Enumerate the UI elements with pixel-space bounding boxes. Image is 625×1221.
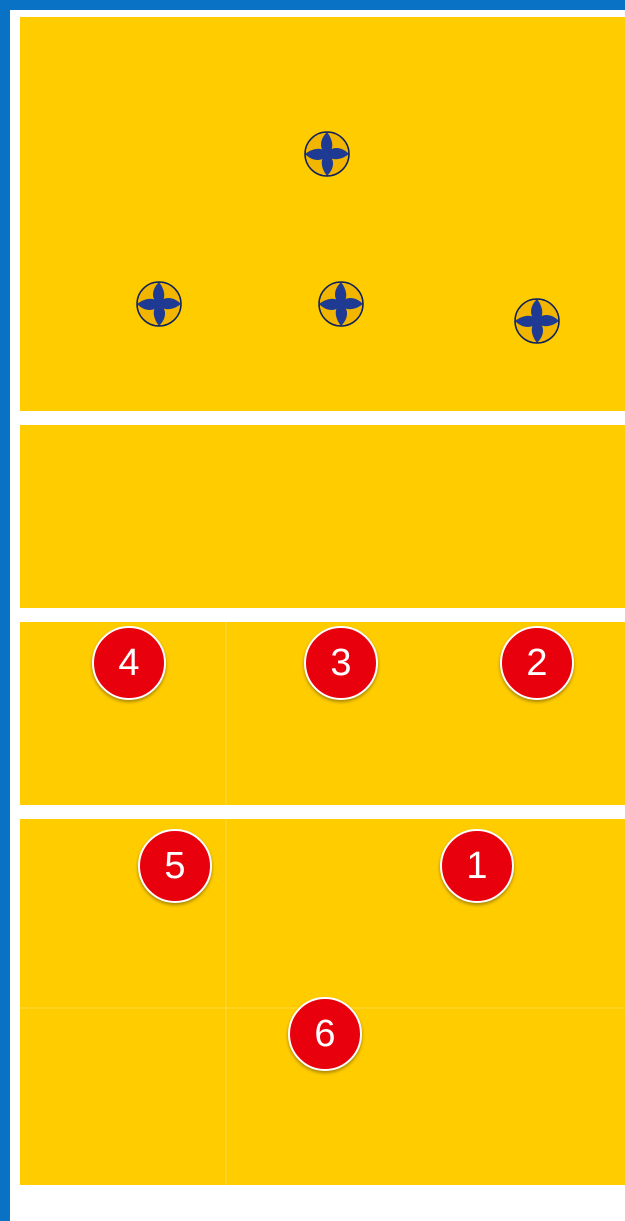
- player-marker-3[interactable]: 3: [304, 626, 378, 700]
- court-divider: [225, 622, 227, 805]
- court-divider: [225, 819, 227, 1185]
- player-marker-2[interactable]: 2: [500, 626, 574, 700]
- volleyball-icon[interactable]: [304, 131, 350, 177]
- opponent-court-zone: [20, 17, 625, 411]
- player-marker-4[interactable]: 4: [92, 626, 166, 700]
- front-row-zone: 4 3 2: [20, 622, 625, 805]
- net-zone: [20, 425, 625, 608]
- volleyball-icon[interactable]: [514, 298, 560, 344]
- back-row-zone: 5 1 6: [20, 819, 625, 1185]
- player-marker-5[interactable]: 5: [138, 829, 212, 903]
- volleyball-icon[interactable]: [318, 281, 364, 327]
- volleyball-icon[interactable]: [136, 281, 182, 327]
- player-marker-6[interactable]: 6: [288, 997, 362, 1071]
- player-marker-1[interactable]: 1: [440, 829, 514, 903]
